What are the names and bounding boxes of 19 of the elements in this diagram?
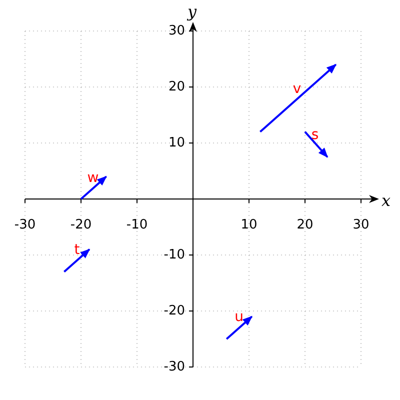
axis-label: x	[381, 193, 391, 209]
tick-label: -10	[164, 248, 185, 262]
vector-label: v	[292, 82, 302, 96]
tick-label: 10	[168, 136, 185, 150]
tick-label: 10	[240, 218, 258, 232]
tick-label: -30	[14, 218, 36, 232]
tick-label: 30	[168, 24, 185, 38]
tick-label: 20	[168, 80, 185, 94]
axis-label: y	[187, 4, 197, 20]
tick-label: 20	[296, 218, 314, 232]
tick-label: -10	[126, 218, 148, 232]
vector-label: t	[74, 243, 80, 257]
tick-label: -20	[70, 218, 92, 232]
vector-label: w	[87, 171, 99, 185]
tick-label: 30	[352, 218, 370, 232]
tick-label: -30	[164, 360, 185, 374]
tick-label: -20	[164, 304, 185, 318]
vector-label: s	[311, 128, 319, 142]
vector-label: u	[234, 310, 244, 324]
